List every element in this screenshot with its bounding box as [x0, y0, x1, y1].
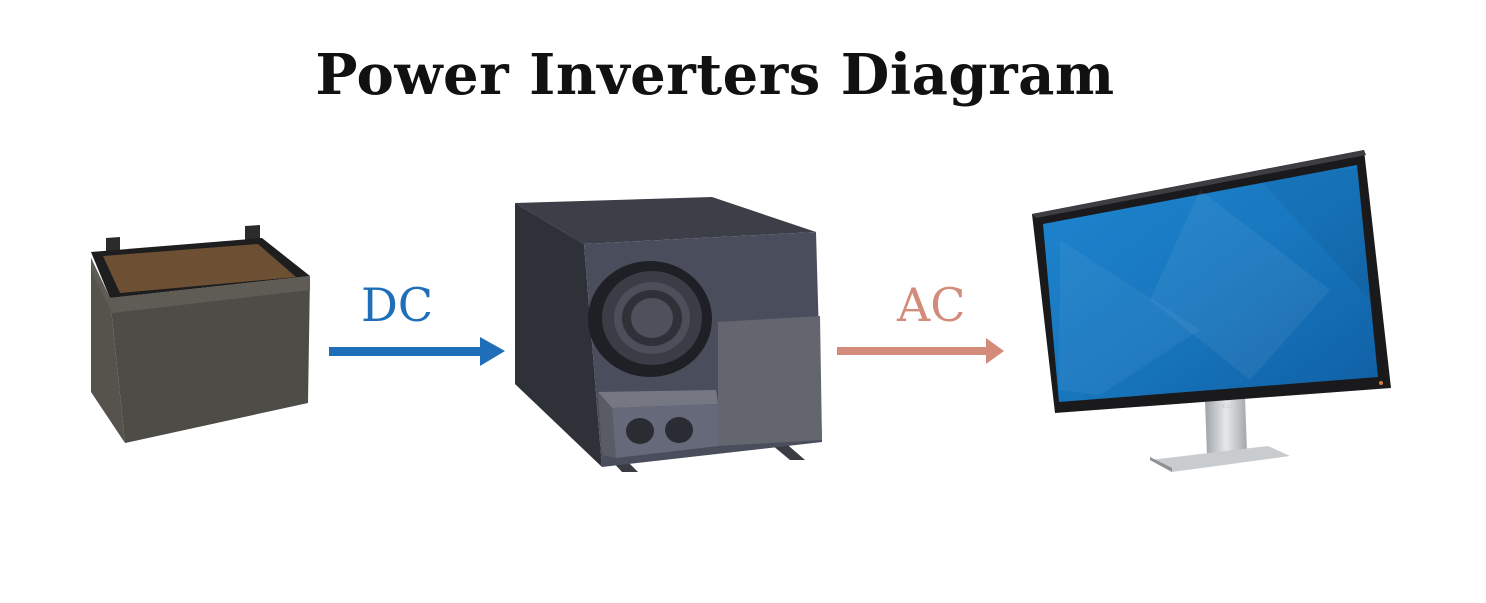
- monitor-icon: DELL: [1032, 150, 1391, 472]
- page-title: Power Inverters Diagram: [315, 42, 1115, 108]
- monitor-brand-label: DELL: [1218, 403, 1234, 410]
- ac-label: AC: [897, 278, 966, 332]
- ac-arrow: [837, 338, 1004, 364]
- dc-label: DC: [361, 278, 434, 332]
- dc-arrow: [329, 337, 505, 366]
- battery-icon: [91, 225, 310, 443]
- inverter-icon: [515, 197, 822, 472]
